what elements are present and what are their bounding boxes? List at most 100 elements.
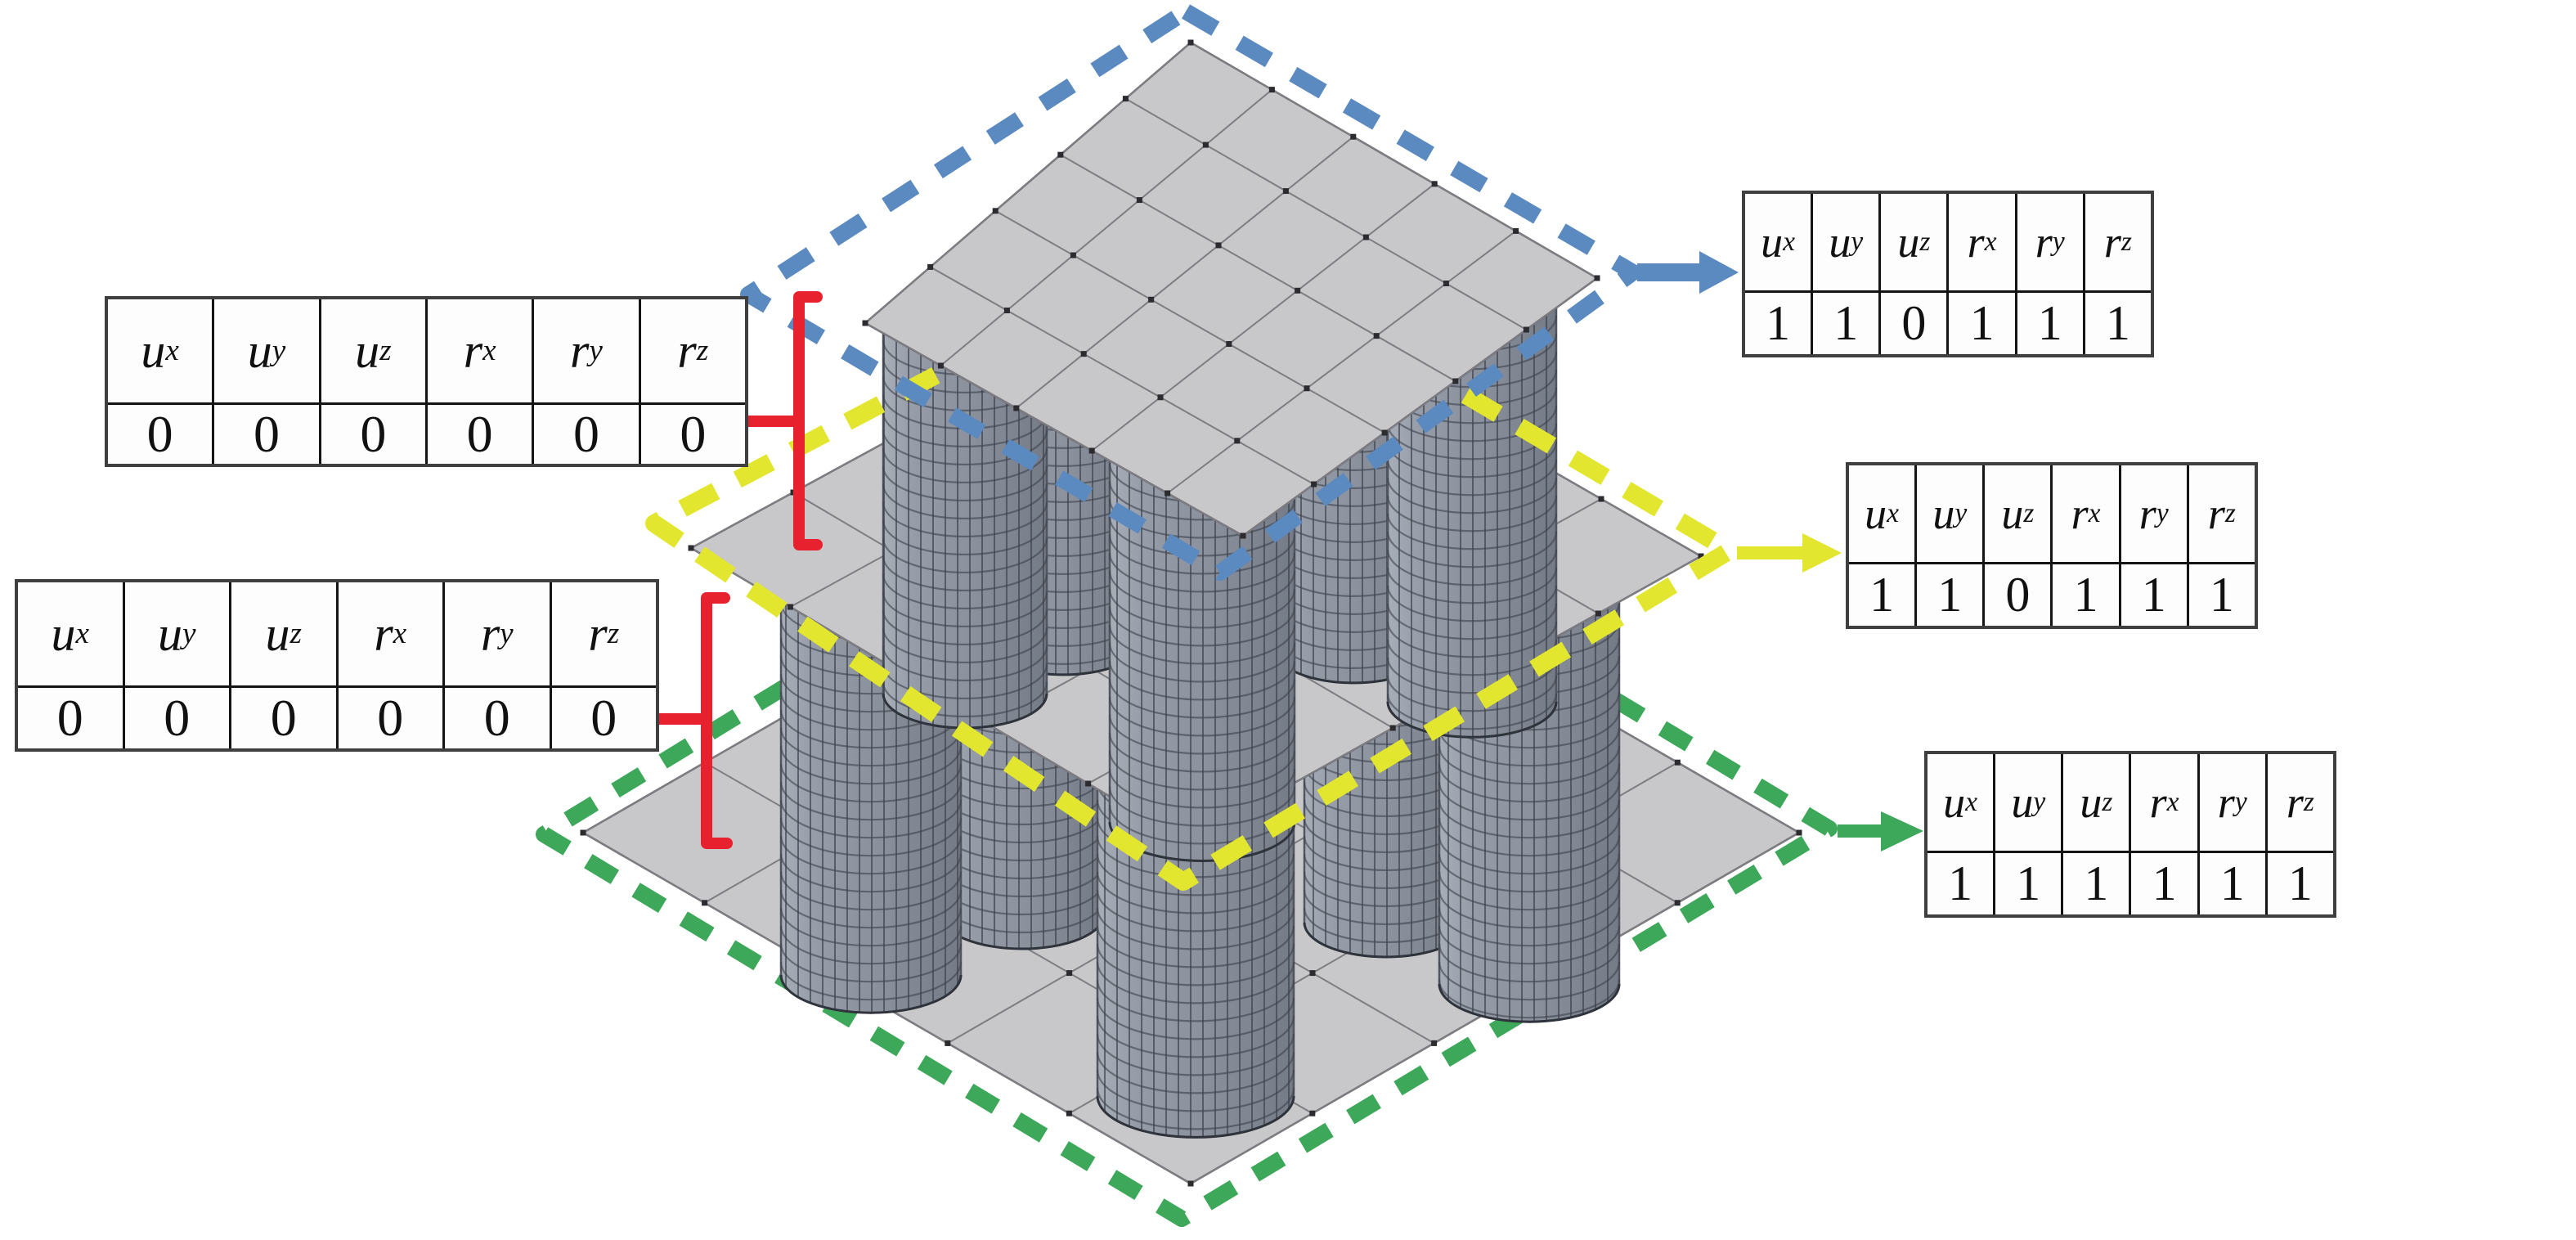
column-ring	[1386, 549, 1558, 586]
dof-header-base: r	[570, 323, 590, 378]
dof-header-base: u	[157, 606, 182, 661]
slab-grid-line	[864, 322, 1244, 537]
dof-header-sub: x	[75, 617, 89, 651]
column-ring	[1108, 660, 1296, 701]
dof-header-base: u	[1829, 218, 1851, 267]
slab-node	[1202, 142, 1209, 148]
slab-node	[1309, 1110, 1316, 1116]
slab-node	[1309, 970, 1316, 977]
slab-grid-line	[930, 266, 1315, 485]
column-ring	[882, 519, 1048, 556]
dof-value-cell: 0	[108, 405, 213, 464]
dof-value-cell: 1	[2017, 293, 2083, 354]
slab-grid-line	[1242, 277, 1598, 537]
column-ring	[1108, 786, 1296, 827]
slab-node	[1234, 438, 1241, 444]
column-ring	[1386, 675, 1558, 712]
dof-header-sub: y	[2156, 498, 2169, 529]
dof-header-base: r	[374, 606, 393, 661]
dof-header-sub: x	[2166, 787, 2179, 818]
dof-value-cell: 0	[1881, 293, 1947, 354]
slab-node	[1598, 496, 1604, 502]
column-ring	[882, 465, 1048, 502]
slab-node	[1165, 490, 1171, 496]
column-ring	[779, 925, 963, 965]
dof-header-sub: y	[500, 617, 514, 651]
dof-value-cell: 0	[231, 688, 336, 748]
dof-value-cell: 1	[1949, 293, 2015, 354]
column-ring	[1096, 1033, 1295, 1076]
dof-value-cell: 0	[551, 688, 656, 748]
slab-node	[1389, 725, 1396, 731]
column-ring	[1108, 552, 1296, 593]
column-ring	[1108, 768, 1296, 809]
dof-header-base: r	[2103, 218, 2121, 267]
slab-node	[1373, 333, 1380, 339]
column-ring	[882, 591, 1048, 628]
column-ring	[779, 781, 963, 821]
column-ring	[882, 429, 1048, 466]
column-ring	[1438, 763, 1621, 803]
column-ring	[779, 835, 963, 875]
dof-header-base: r	[2035, 218, 2053, 267]
dof-header-sub: z	[2224, 498, 2236, 529]
column-ring	[1438, 817, 1621, 857]
dof-header-base: u	[1932, 489, 1955, 538]
column-ring	[1438, 979, 1621, 1019]
column-ring	[779, 961, 963, 1001]
column-ring	[1096, 1015, 1295, 1058]
dof-value-cell: 0	[321, 405, 425, 464]
slab-node	[1003, 308, 1010, 314]
dof-value-cell: 1	[2085, 293, 2151, 354]
column-ring	[1386, 495, 1558, 532]
slab-node	[787, 604, 793, 610]
slab-node	[927, 263, 934, 270]
dof-header-sub: x	[1783, 227, 1795, 258]
slab-node	[1136, 197, 1142, 204]
slab-node	[1088, 447, 1095, 454]
slab-node	[1452, 378, 1459, 384]
dof-value-cell: 1	[1745, 293, 1811, 354]
slab-grid-line	[940, 88, 1273, 366]
dof-header-base: r	[2138, 489, 2156, 538]
dof-header-base: u	[355, 323, 380, 378]
slab-node	[1122, 96, 1129, 102]
column-ring	[1438, 871, 1621, 911]
column-base-edge	[1386, 701, 1558, 739]
slab-node	[1080, 351, 1087, 357]
dof-value-cell: 0	[445, 688, 550, 748]
dof-header-sub: z	[289, 617, 302, 651]
dof-header-base: r	[463, 323, 483, 378]
slab-node	[1796, 829, 1802, 836]
slab-node	[1066, 1110, 1072, 1116]
column-ring	[1108, 750, 1296, 791]
column-ring	[779, 727, 963, 767]
column-ring	[1438, 889, 1621, 929]
column-ring	[1108, 534, 1296, 575]
dof-header-sub: z	[607, 617, 620, 651]
column-ring	[1108, 588, 1296, 629]
column-base-edge	[1438, 983, 1621, 1023]
column-ring	[1438, 835, 1621, 875]
dof-value-cell: 1	[2063, 853, 2129, 914]
slab-node	[1595, 610, 1601, 617]
dof-header-sub: y	[1954, 498, 1968, 529]
slab-node	[1187, 39, 1194, 46]
column-ring	[1386, 603, 1558, 640]
dof-value-cell: 0	[214, 405, 319, 464]
dof-header-sub: z	[2303, 787, 2314, 818]
dof-value-cell: 0	[640, 405, 745, 464]
slab-node	[1085, 780, 1092, 787]
